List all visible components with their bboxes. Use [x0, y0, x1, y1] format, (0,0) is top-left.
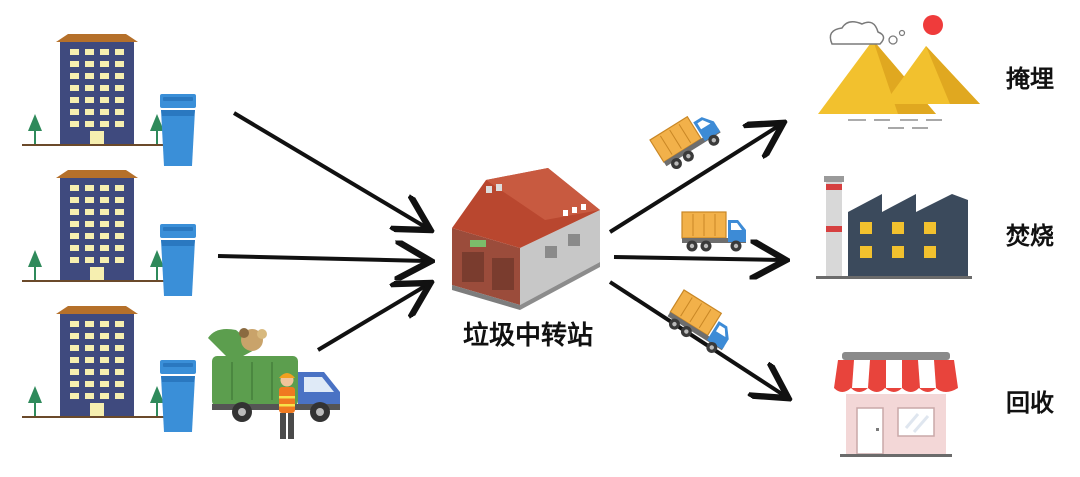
- warehouse-icon: [452, 168, 600, 310]
- station-label: 垃圾中转站: [463, 320, 593, 351]
- factory-icon: [816, 176, 972, 279]
- outflow-arrow: [608, 280, 785, 396]
- dump-truck-icon: [649, 105, 726, 175]
- outflow-arrow: [608, 125, 780, 234]
- dump-truck-icon: [662, 289, 739, 359]
- destination-label-recycling: 回收: [1006, 389, 1054, 417]
- trash-bin-icon: [160, 360, 196, 432]
- destination-label-incineration: 焚烧: [1006, 222, 1054, 250]
- destination-label-landfill: 掩埋: [1006, 65, 1054, 93]
- trash-bin-icon: [160, 94, 196, 166]
- apartment-building-icon: [22, 170, 168, 282]
- trash-bin-icon: [160, 224, 196, 296]
- dump-truck-icon: [681, 211, 747, 253]
- inflow-arrow: [232, 111, 427, 228]
- garbage-truck-icon: [208, 328, 340, 422]
- mountain-landfill-icon: [818, 15, 980, 129]
- shop-icon: [834, 352, 958, 457]
- inflow-arrow: [316, 285, 427, 352]
- apartment-building-icon: [22, 34, 168, 146]
- outflow-arrow: [613, 257, 782, 260]
- worker-icon: [279, 373, 295, 439]
- inflow-arrow: [217, 256, 427, 261]
- apartment-building-icon: [22, 306, 168, 418]
